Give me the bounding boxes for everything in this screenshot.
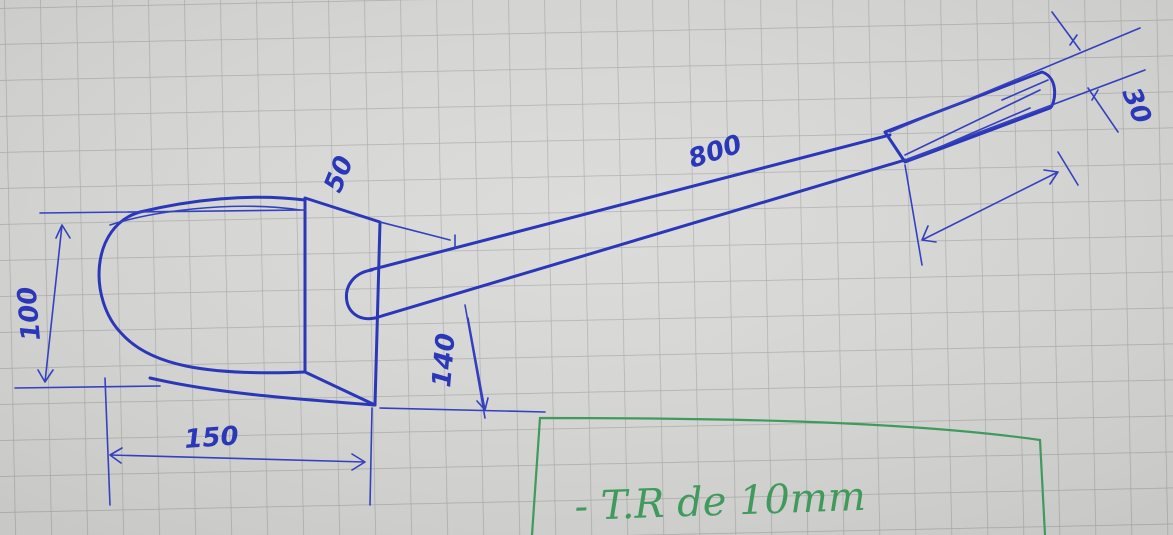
dim-label-100: 100	[12, 285, 47, 342]
handle-end-cap	[345, 268, 377, 321]
dimension-arrows	[37, 34, 1099, 471]
head-edge-top	[109, 205, 301, 226]
head-outline	[97, 195, 307, 375]
note-text: - T.R de 10mm	[574, 474, 867, 530]
head-bottom-line	[148, 376, 377, 407]
extension-lines	[14, 11, 1146, 506]
dim-label-140: 140	[427, 332, 462, 389]
dim-label-150: 150	[183, 421, 239, 455]
handle-outline	[368, 133, 907, 320]
grip-outline	[883, 70, 1057, 164]
note-frame	[530, 416, 1047, 535]
connector-block	[303, 196, 382, 407]
